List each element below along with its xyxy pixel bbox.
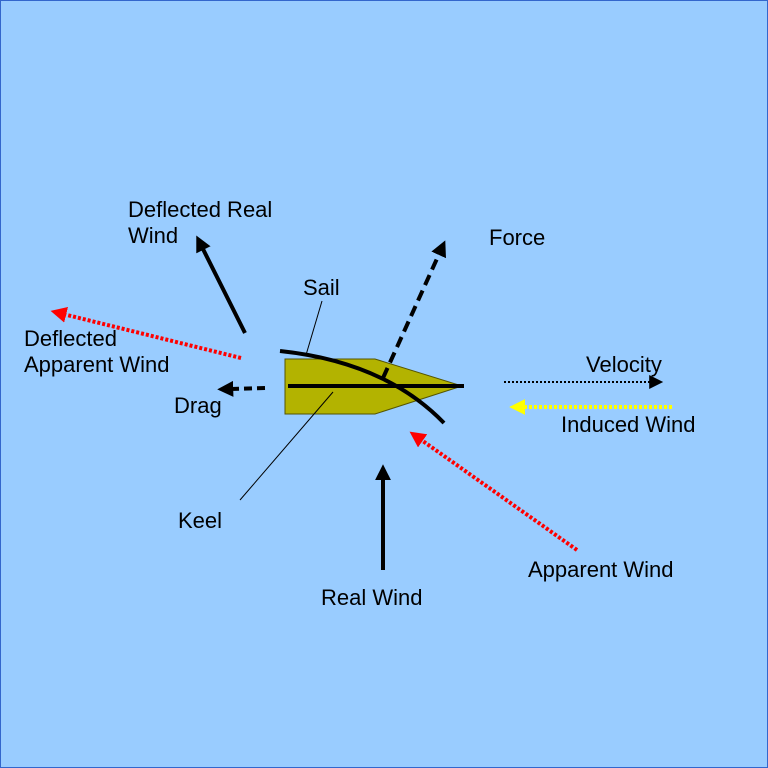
apparent-wind-label: Apparent Wind xyxy=(528,557,674,582)
force-label: Force xyxy=(489,225,545,250)
drag-label: Drag xyxy=(174,393,222,418)
drag-arrow xyxy=(217,380,266,397)
sail-curve xyxy=(279,349,446,425)
force-arrow xyxy=(381,240,446,379)
deflected-apparent-wind-label-line2: Apparent Wind xyxy=(24,352,170,377)
deflected-real-wind-label-line2: Wind xyxy=(128,223,178,248)
deflected-apparent-wind-label-line1: Deflected xyxy=(24,326,117,351)
induced-wind-label: Induced Wind xyxy=(561,412,696,437)
velocity-label: Velocity xyxy=(586,352,662,377)
deflected-real-wind-arrow xyxy=(196,235,247,334)
deflected-real-wind-label-line1: Deflected Real xyxy=(128,197,272,222)
deflected-apparent-wind-arrow xyxy=(50,307,242,360)
keel-label: Keel xyxy=(178,508,222,533)
keel-leader-line xyxy=(239,391,334,501)
apparent-wind-arrow xyxy=(409,431,579,552)
sail-label: Sail xyxy=(303,275,340,300)
sail-leader-line xyxy=(305,300,323,356)
real-wind-label: Real Wind xyxy=(321,585,422,610)
